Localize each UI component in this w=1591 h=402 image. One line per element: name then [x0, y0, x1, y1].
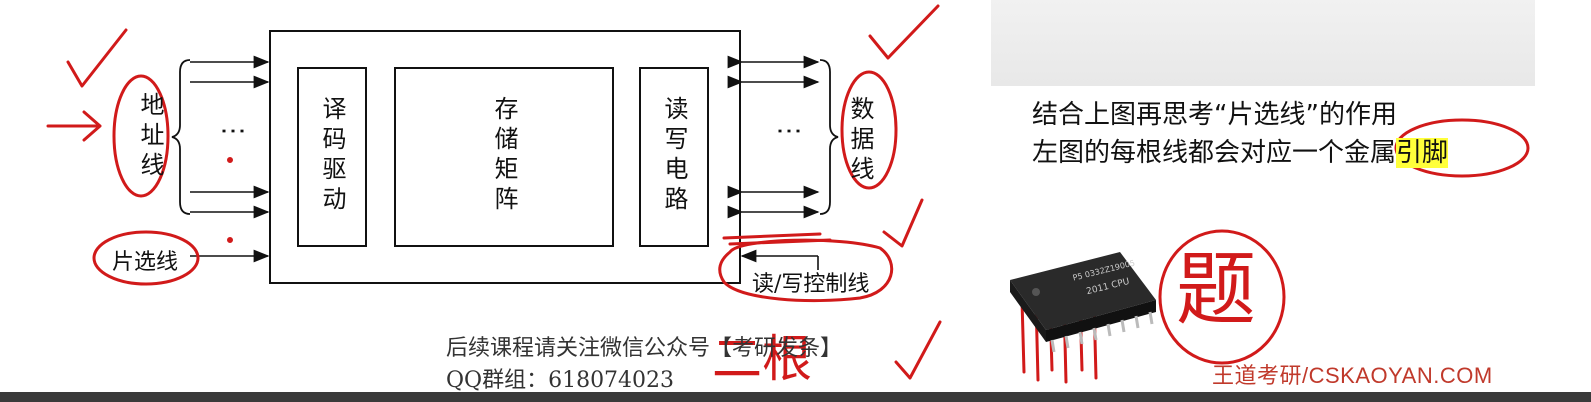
note-line-2-highlight: 引脚 — [1396, 138, 1449, 168]
note-line-2-prefix: 左图的每根线都会对应一个 — [1032, 138, 1345, 168]
storage-matrix-label: 存储矩阵 — [490, 96, 518, 216]
chip-outline — [269, 30, 741, 284]
data-brace — [819, 59, 839, 215]
handwritten-annotations — [46, 4, 1530, 384]
address-line-label: 地址线 — [136, 92, 164, 182]
handwritten-count-word: 二根 — [712, 330, 812, 388]
footer-line-2: QQ群组：618074023 — [446, 368, 675, 393]
brand-watermark: 王道考研/CSKAOYAN.COM — [1212, 363, 1493, 388]
storage-matrix-box — [394, 67, 614, 247]
footer-line-1: 后续课程请关注微信公众号【考研发条】 — [446, 336, 843, 361]
address-ellipsis: ⋮ — [218, 118, 248, 150]
rw-circuit-label: 读写电路 — [660, 96, 688, 216]
decoder-label: 译码驱动 — [318, 96, 346, 216]
chip-select-label: 片选线 — [112, 250, 179, 275]
rw-control-label: 读/写控制线 — [752, 272, 870, 297]
handwritten-question-char: 题 — [1176, 243, 1256, 336]
photo-strip — [991, 0, 1535, 86]
chip-illustration — [1010, 252, 1156, 353]
data-ellipsis: ⋮ — [774, 118, 804, 150]
bottom-bar — [0, 392, 1591, 402]
data-line-label: 数据线 — [846, 96, 874, 186]
note-line-2-metal: 金属 — [1344, 138, 1397, 168]
note-line-1: 结合上图再思考“片选线”的作用 — [1032, 100, 1397, 130]
note-line-2: 左图的每根线都会对应一个金属引脚 — [1032, 132, 1449, 169]
rw-circuit-box — [639, 67, 709, 247]
decoder-box — [297, 67, 367, 247]
address-brace — [171, 59, 191, 215]
data-arrows — [727, 55, 820, 219]
address-arrows — [190, 55, 270, 219]
